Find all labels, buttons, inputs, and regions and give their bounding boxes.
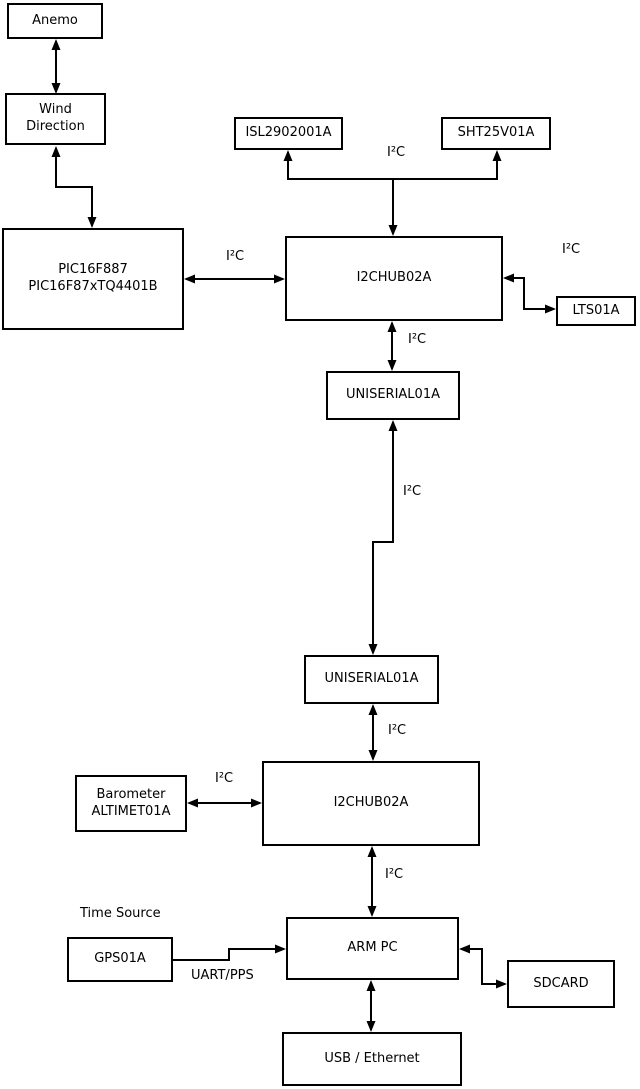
edge-i2chub-top-uniserial-top (387, 321, 397, 371)
edge-label-i2c-uniserial-hub-bottom: I²C (388, 723, 407, 738)
edge-uniserial-bottom-i2chub-bottom (368, 704, 378, 761)
edge-wind-direction-pic (51, 146, 97, 228)
node-pic16f887: PIC16F887 PIC16F87xTQ4401B (2, 228, 184, 330)
edge-armpc-sdcard (459, 944, 507, 989)
node-isl2902001a: ISL2902001A (234, 117, 343, 150)
node-i2chub02a-bottom: I2CHUB02A (262, 761, 480, 846)
node-uniserial01a-bottom: UNISERIAL01A (304, 655, 439, 704)
edge-label-time-source: Time Source (80, 906, 161, 921)
edge-armpc-usb (366, 980, 376, 1032)
edge-i2chub-bottom-armpc (367, 846, 377, 917)
edge-label-i2c-hub-bottom-armpc: I²C (385, 867, 404, 882)
node-gps01a: GPS01A (67, 937, 173, 982)
edge-barometer-i2chub-bottom (187, 798, 262, 808)
edge-pic-i2chub-top (184, 274, 285, 284)
node-arm-pc: ARM PC (286, 917, 459, 980)
node-sdcard: SDCARD (507, 960, 615, 1008)
edge-label-uart-pps: UART/PPS (191, 968, 254, 983)
edge-label-i2c-hub-top-uniserial: I²C (408, 332, 427, 347)
node-wind-direction: Wind Direction (5, 93, 106, 145)
node-i2chub02a-top: I2CHUB02A (285, 236, 503, 321)
node-anemo: Anemo (7, 3, 103, 39)
edge-label-i2c-pic: I²C (226, 249, 245, 264)
node-barometer-altimet01a: Barometer ALTIMET01A (75, 775, 187, 832)
node-lts01a: LTS01A (556, 296, 636, 326)
edge-uniserial-top-uniserial-bottom (368, 420, 398, 655)
edge-label-i2c-lts: I²C (562, 242, 581, 257)
edge-anemo-wind-direction (51, 39, 61, 94)
node-uniserial01a-top: UNISERIAL01A (326, 371, 460, 420)
node-sht25v01a: SHT25V01A (441, 117, 551, 150)
edge-i2c-bus-sensors (283, 150, 502, 236)
edge-gps-armpc (173, 944, 286, 961)
node-usb-ethernet: USB / Ethernet (282, 1032, 462, 1086)
edge-i2chub-top-lts (503, 273, 556, 314)
edge-label-i2c-sensor-bus: I²C (387, 145, 406, 160)
edge-label-i2c-barometer: I²C (215, 771, 234, 786)
edge-label-i2c-long-link: I²C (403, 484, 422, 499)
